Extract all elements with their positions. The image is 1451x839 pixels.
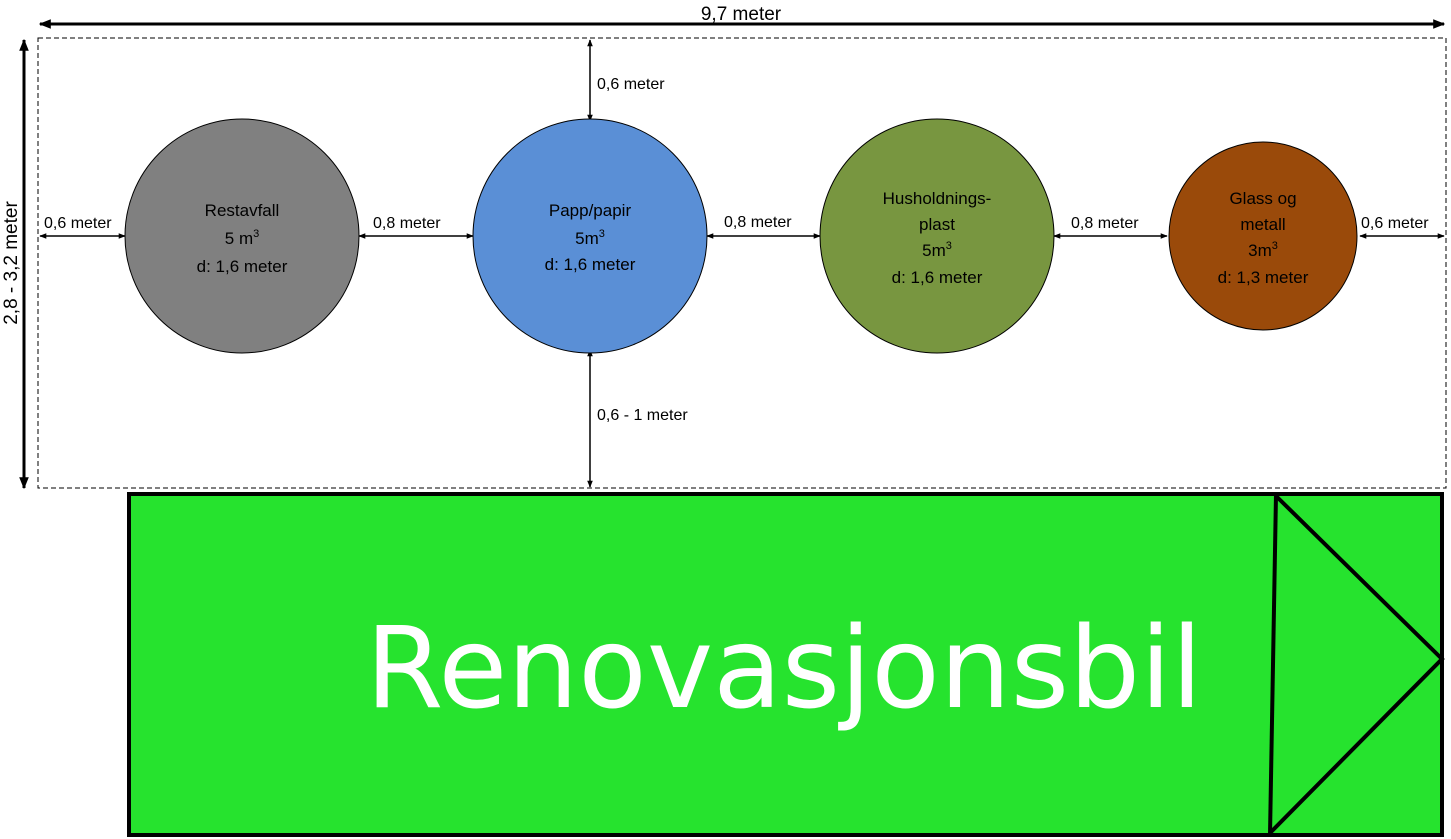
- truck-body: [127, 492, 1444, 837]
- container-glass-og-metall: Glass og metall 3m3 d: 1,3 meter: [1168, 141, 1358, 331]
- container-circle: [124, 118, 360, 354]
- gap-1-label: 0,8 meter: [373, 215, 441, 232]
- garbage-truck: Renovasjonsbil: [127, 492, 1445, 837]
- area-boundary: [37, 37, 1447, 489]
- container-diameter: d: 1,6 meter: [545, 255, 636, 274]
- container-circle: [472, 118, 708, 354]
- container-diameter: d: 1,3 meter: [1218, 268, 1309, 287]
- container-name: Restavfall: [205, 201, 280, 220]
- gap-2-label: 0,8 meter: [724, 214, 792, 231]
- container-name-line2: plast: [919, 215, 955, 234]
- container-diameter: d: 1,6 meter: [197, 257, 288, 276]
- top-gap-label: 0,6 meter: [597, 76, 665, 93]
- gap-3-label: 0,8 meter: [1071, 215, 1139, 232]
- container-name-line1: Glass og: [1229, 189, 1296, 208]
- total-width-label: 9,7 meter: [701, 4, 782, 25]
- container-papp-papir: Papp/papir 5m3 d: 1,6 meter: [472, 118, 708, 354]
- container-name: Papp/papir: [549, 201, 632, 220]
- container-circle: [819, 118, 1055, 354]
- container-circle: [1168, 141, 1358, 331]
- container-volume: 5 m3: [225, 228, 259, 248]
- left-margin-label: 0,6 meter: [44, 215, 112, 232]
- container-volume: 5m3: [922, 240, 952, 260]
- container-diameter: d: 1,6 meter: [892, 268, 983, 287]
- container-volume: 3m3: [1248, 240, 1278, 260]
- container-name-line1: Husholdnings-: [883, 189, 992, 208]
- container-volume: 5m3: [575, 228, 605, 248]
- container-restavfall: Restavfall 5 m3 d: 1,6 meter: [124, 118, 360, 354]
- total-height-label: 2,8 - 3,2 meter: [1, 201, 22, 325]
- bottom-gap-label: 0,6 - 1 meter: [597, 407, 688, 424]
- truck-label: Renovasjonsbil: [366, 604, 1203, 734]
- container-husholdningsplast: Husholdnings- plast 5m3 d: 1,6 meter: [819, 118, 1055, 354]
- right-margin-label: 0,6 meter: [1361, 215, 1429, 232]
- direction-arrow-icon: [1268, 494, 1445, 835]
- container-name-line2: metall: [1240, 215, 1285, 234]
- truck-cab-divider: [1268, 493, 1278, 836]
